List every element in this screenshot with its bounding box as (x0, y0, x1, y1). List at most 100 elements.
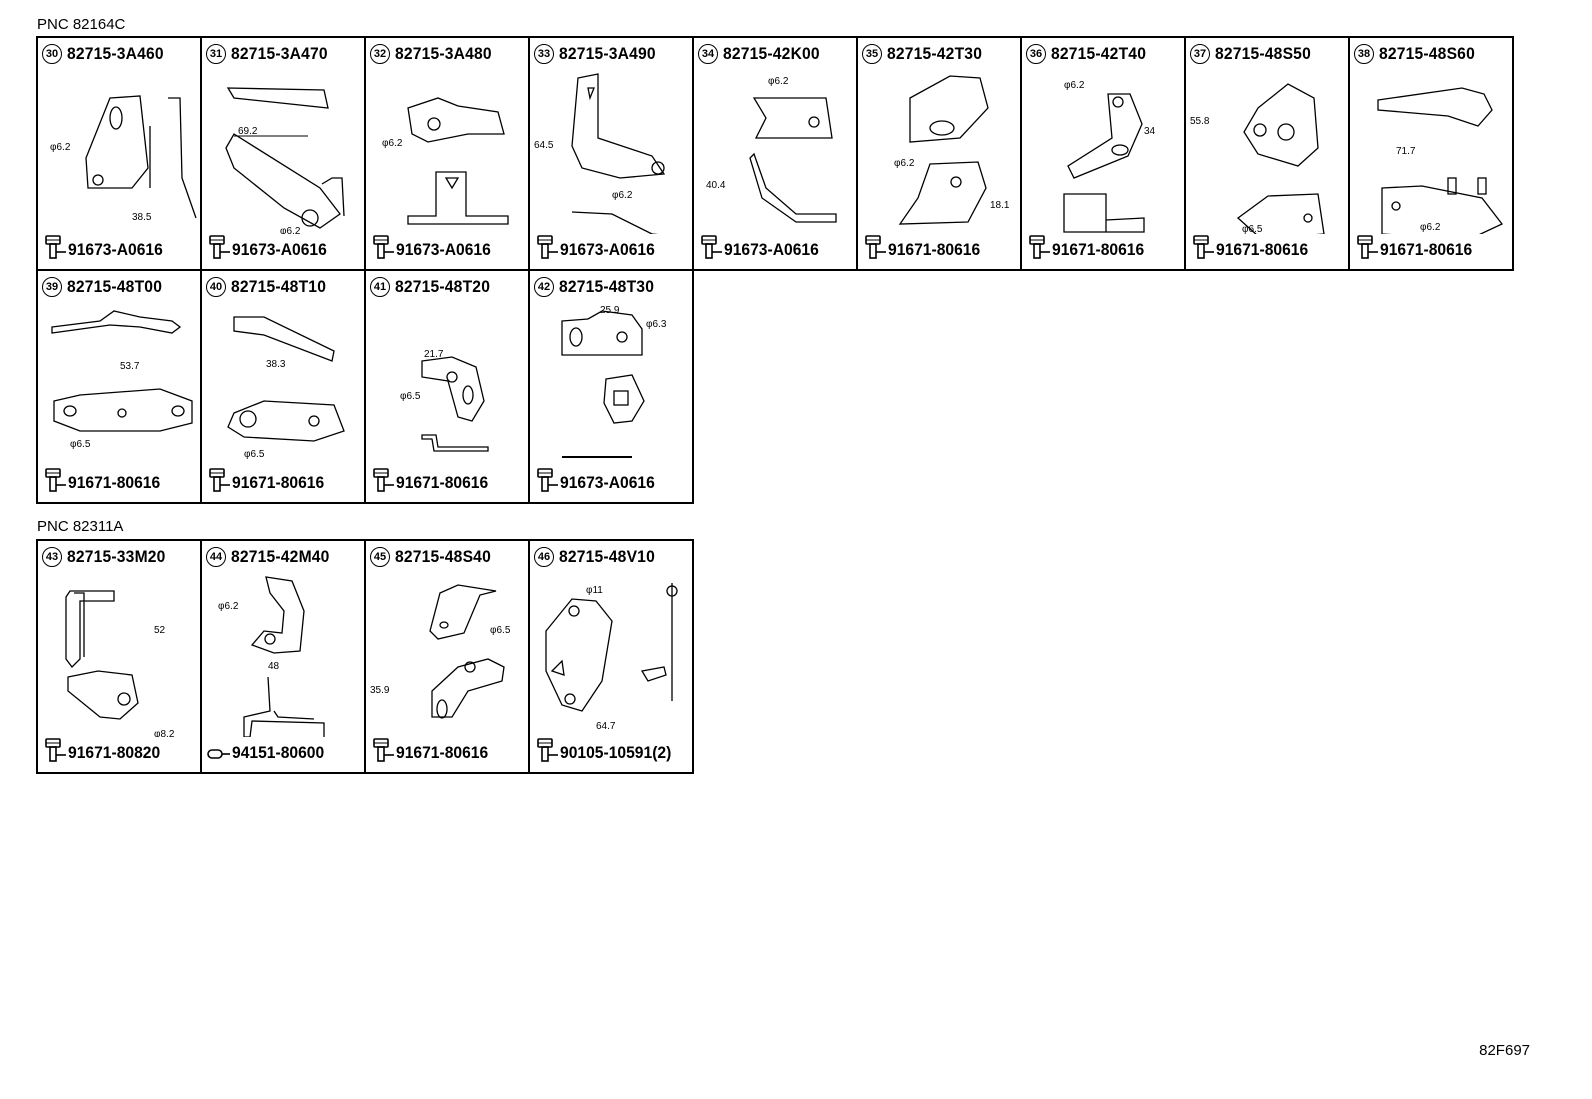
bolt-icon (370, 467, 394, 498)
part-header: 35 82715-42T30 (862, 44, 990, 64)
dimension-label: φ6.5 (244, 449, 265, 460)
fastener-row: 91671-80616 (1026, 234, 1152, 265)
dimension-label: 55.8 (1190, 116, 1210, 127)
fastener-part-number[interactable]: 91673-A0616 (560, 239, 655, 259)
bolt-icon (206, 467, 230, 498)
fastener-row: 91673-A0616 (206, 234, 335, 265)
callout-number: 43 (42, 547, 62, 567)
dimension-label: φ6.2 (894, 158, 915, 169)
part-number[interactable]: 82715-48T20 (395, 277, 491, 296)
part-number[interactable]: 82715-48T10 (231, 277, 327, 296)
part-header: 38 82715-48S60 (1354, 44, 1483, 64)
fastener-part-number[interactable]: 91673-A0616 (724, 239, 819, 259)
clip-icon (206, 737, 230, 768)
fastener-row: 91673-A0616 (534, 234, 663, 265)
part-number[interactable]: 82715-48S50 (1215, 44, 1311, 63)
bolt-icon (534, 467, 558, 498)
callout-number: 33 (534, 44, 554, 64)
fastener-row: 91671-80616 (370, 467, 496, 498)
callout-number: 46 (534, 547, 554, 567)
fastener-part-number[interactable]: 91671-80616 (396, 742, 489, 762)
part-number[interactable]: 82715-3A470 (231, 44, 328, 63)
part-drawing: φ6.238.5 (50, 95, 197, 223)
fastener-part-number[interactable]: 91673-A0616 (560, 472, 655, 492)
bolt-icon (370, 234, 394, 265)
dimension-label: 64.7 (596, 721, 616, 732)
part-number[interactable]: 82715-48S60 (1379, 44, 1475, 63)
callout-number: 31 (206, 44, 226, 64)
part-drawing: φ6.535.9 (370, 584, 511, 719)
part-cell-32[interactable]: 32 82715-3A480 φ6.2 91673-A0616 (366, 38, 530, 271)
fastener-part-number[interactable]: 90105-10591(2) (560, 742, 672, 762)
bolt-icon (206, 234, 230, 265)
part-header: 43 82715-33M20 (42, 547, 174, 567)
fastener-part-number[interactable]: 91671-80616 (1380, 239, 1473, 259)
callout-number: 44 (206, 547, 226, 567)
part-number[interactable]: 82715-42T30 (887, 44, 983, 63)
bolt-icon (370, 737, 394, 768)
part-header: 42 82715-48T30 (534, 277, 662, 297)
dimension-label: 48 (268, 661, 280, 672)
part-number[interactable]: 82715-42T40 (1051, 44, 1147, 63)
part-number[interactable]: 82715-42K00 (723, 44, 820, 63)
fastener-part-number[interactable]: 91671-80616 (396, 472, 489, 492)
fastener-part-number[interactable]: 91671-80616 (888, 239, 981, 259)
part-cell-46[interactable]: 46 82715-48V10 φ11 64.7 90105-10591(2) (530, 541, 694, 774)
fastener-part-number[interactable]: 91673-A0616 (68, 239, 163, 259)
part-number[interactable]: 82715-33M20 (67, 547, 166, 566)
part-number[interactable]: 82715-3A480 (395, 44, 492, 63)
part-number[interactable]: 82715-48S40 (395, 547, 491, 566)
fastener-part-number[interactable]: 91671-80616 (1052, 239, 1145, 259)
fastener-row: 91671-80616 (370, 737, 496, 768)
fastener-part-number[interactable]: 91671-80616 (1216, 239, 1309, 259)
part-header: 37 82715-48S50 (1190, 44, 1319, 64)
dimension-label: 25.9 (600, 305, 620, 316)
fastener-part-number[interactable]: 91673-A0616 (396, 239, 491, 259)
part-number[interactable]: 82715-42M40 (231, 547, 330, 566)
callout-number: 35 (862, 44, 882, 64)
fastener-part-number[interactable]: 91673-A0616 (232, 239, 327, 259)
fastener-row: 91673-A0616 (42, 234, 171, 265)
callout-number: 42 (534, 277, 554, 297)
part-drawing: φ6.234 (1063, 80, 1156, 233)
dimension-label: 40.4 (706, 180, 726, 191)
dimension-label: φ6.2 (280, 226, 301, 234)
part-drawing: 21.7φ6.5 (400, 349, 489, 452)
part-number[interactable]: 82715-48T30 (559, 277, 655, 296)
fastener-part-number[interactable]: 91671-80616 (68, 472, 161, 492)
fastener-part-number[interactable]: 91671-80820 (68, 742, 161, 762)
part-number[interactable]: 82715-3A490 (559, 44, 656, 63)
part-number[interactable]: 82715-48V10 (559, 547, 655, 566)
bolt-icon (862, 234, 886, 265)
part-drawing: φ11 64.7 (545, 583, 678, 732)
bolt-icon (534, 737, 558, 768)
callout-number: 40 (206, 277, 226, 297)
part-drawing: 38.3φ6.5 (227, 316, 345, 460)
fastener-part-number[interactable]: 94151-80600 (232, 742, 325, 762)
dimension-label: φ6.2 (50, 142, 71, 153)
dimension-label: φ6.2 (612, 190, 633, 201)
fastener-part-number[interactable]: 91671-80616 (232, 472, 325, 492)
fastener-row: 91671-80616 (206, 467, 332, 498)
part-number[interactable]: 82715-48T00 (67, 277, 163, 296)
part-number[interactable]: 82715-3A460 (67, 44, 164, 63)
dimension-label: φ11 (586, 585, 603, 596)
